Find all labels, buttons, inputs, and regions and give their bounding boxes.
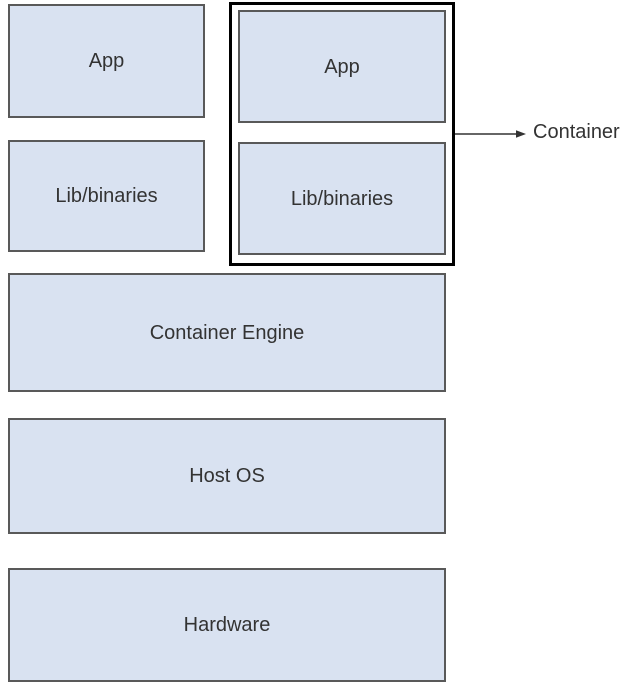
container-arrow-icon <box>455 130 526 138</box>
app-box-container-label: App <box>324 55 360 78</box>
app-box-container: App <box>238 10 446 123</box>
container-engine-box: Container Engine <box>8 273 446 392</box>
lib-binaries-box-left-label: Lib/binaries <box>55 185 158 207</box>
lib-binaries-box-container: Lib/binaries <box>238 142 446 255</box>
app-box-left-label: App <box>88 50 125 72</box>
host-os-box: Host OS <box>8 418 446 534</box>
host-os-label: Host OS <box>189 465 265 487</box>
container-group: App Lib/binaries <box>229 2 455 266</box>
container-annotation-label: Container <box>533 121 620 143</box>
lib-binaries-box-container-label: Lib/binaries <box>290 187 394 210</box>
hardware-label: Hardware <box>183 614 271 636</box>
container-engine-label: Container Engine <box>149 321 305 344</box>
lib-binaries-box-left: Lib/binaries <box>8 140 205 252</box>
app-box-left: App <box>8 4 205 118</box>
hardware-box: Hardware <box>8 568 446 682</box>
